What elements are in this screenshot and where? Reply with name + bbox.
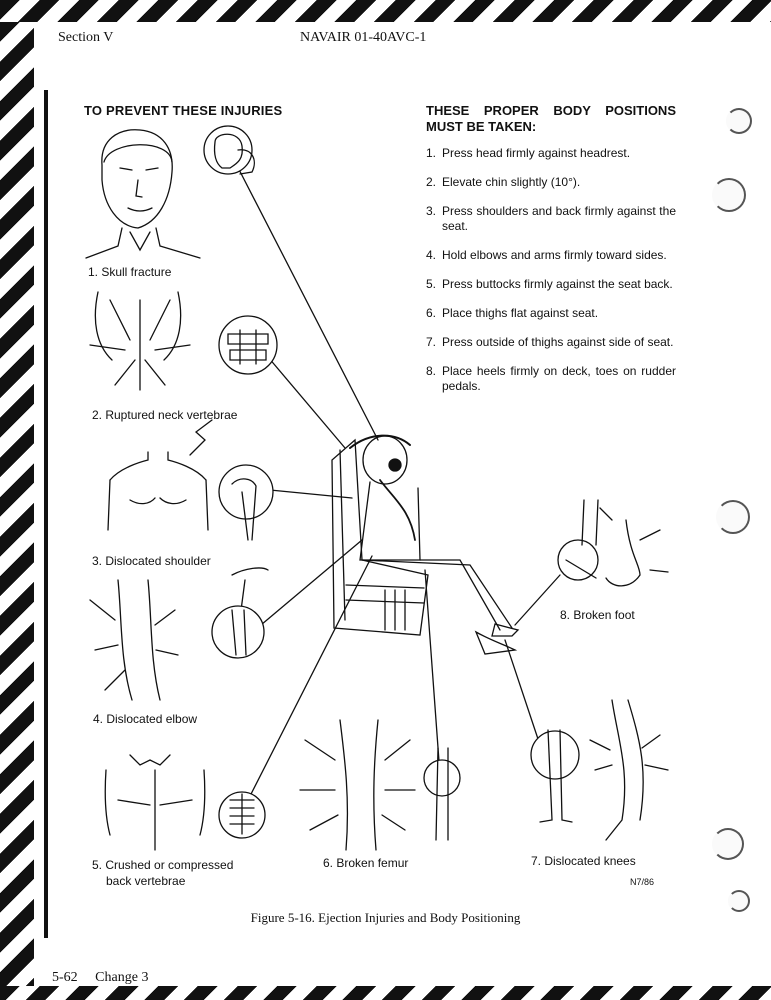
injury-label-elbow: 4. Dislocated elbow [93,712,198,726]
step-6: 6.Place thighs flat against seat. [426,306,599,320]
knees-illustration [530,699,669,841]
injury-label-shoulder: 3. Dislocated shoulder [92,554,211,568]
elbow-illustration [89,567,269,701]
shoulder-illustration [107,419,274,541]
femur-illustration [299,719,461,851]
binder-hole [726,108,752,134]
pilot-seat-figure [331,434,520,655]
injury-label-skull: 1. Skull fracture [88,265,172,279]
step-8: 8.Place heels firmly on deck, toes on ru… [426,364,676,393]
binder-hole [712,178,746,212]
page-footer: 5-62 Change 3 [52,970,148,986]
injury-label-back-line2: back vertebrae [106,874,186,888]
margin-rule [44,90,48,938]
binder-hole [712,828,744,860]
change-number: Change 3 [95,970,149,985]
injuries-heading: TO PREVENT THESE INJURIES [84,103,283,118]
hazard-stripe-top [0,0,771,22]
neck-vertebrae-illustration [89,291,278,391]
step-4: 4.Hold elbows and arms firmly toward sid… [426,248,667,262]
foot-illustration [557,499,669,587]
injury-label-neck: 2. Ruptured neck vertebrae [92,408,238,422]
injury-label-back-line1: 5. Crushed or compressed [92,858,234,872]
back-vertebrae-illustration [104,754,266,851]
hazard-stripe-bottom [0,986,771,1000]
step-1: 1.Press head firmly against headrest. [426,146,631,160]
injury-label-femur: 6. Broken femur [323,856,409,870]
injury-label-foot: 8. Broken foot [560,608,635,622]
document-number: NAVAIR 01-40AVC-1 [300,30,427,45]
figure-caption: Figure 5-16. Ejection Injuries and Body … [250,910,521,925]
body-position-steps: 1.Press head firmly against headrest. 2.… [426,146,676,408]
positions-heading: THESE PROPER BODY POSITIONS MUST BE TAKE… [426,103,676,134]
skull-fracture-illustration [85,125,255,259]
injury-label-knees: 7. Dislocated knees [531,854,636,868]
step-2: 2.Elevate chin slightly (10°). [426,175,581,189]
step-5: 5.Press buttocks firmly against the seat… [426,277,673,291]
binder-hole [728,890,750,912]
hazard-stripe-left [0,22,34,986]
section-label: Section V [58,30,114,45]
figure-code: N7/86 [630,877,655,887]
binder-hole [716,500,750,534]
leader-lines [229,151,561,801]
step-7: 7.Press outside of thighs against side o… [426,335,674,349]
step-3: 3.Press shoulders and back firmly agains… [426,204,676,233]
page-number: 5-62 [52,970,78,985]
